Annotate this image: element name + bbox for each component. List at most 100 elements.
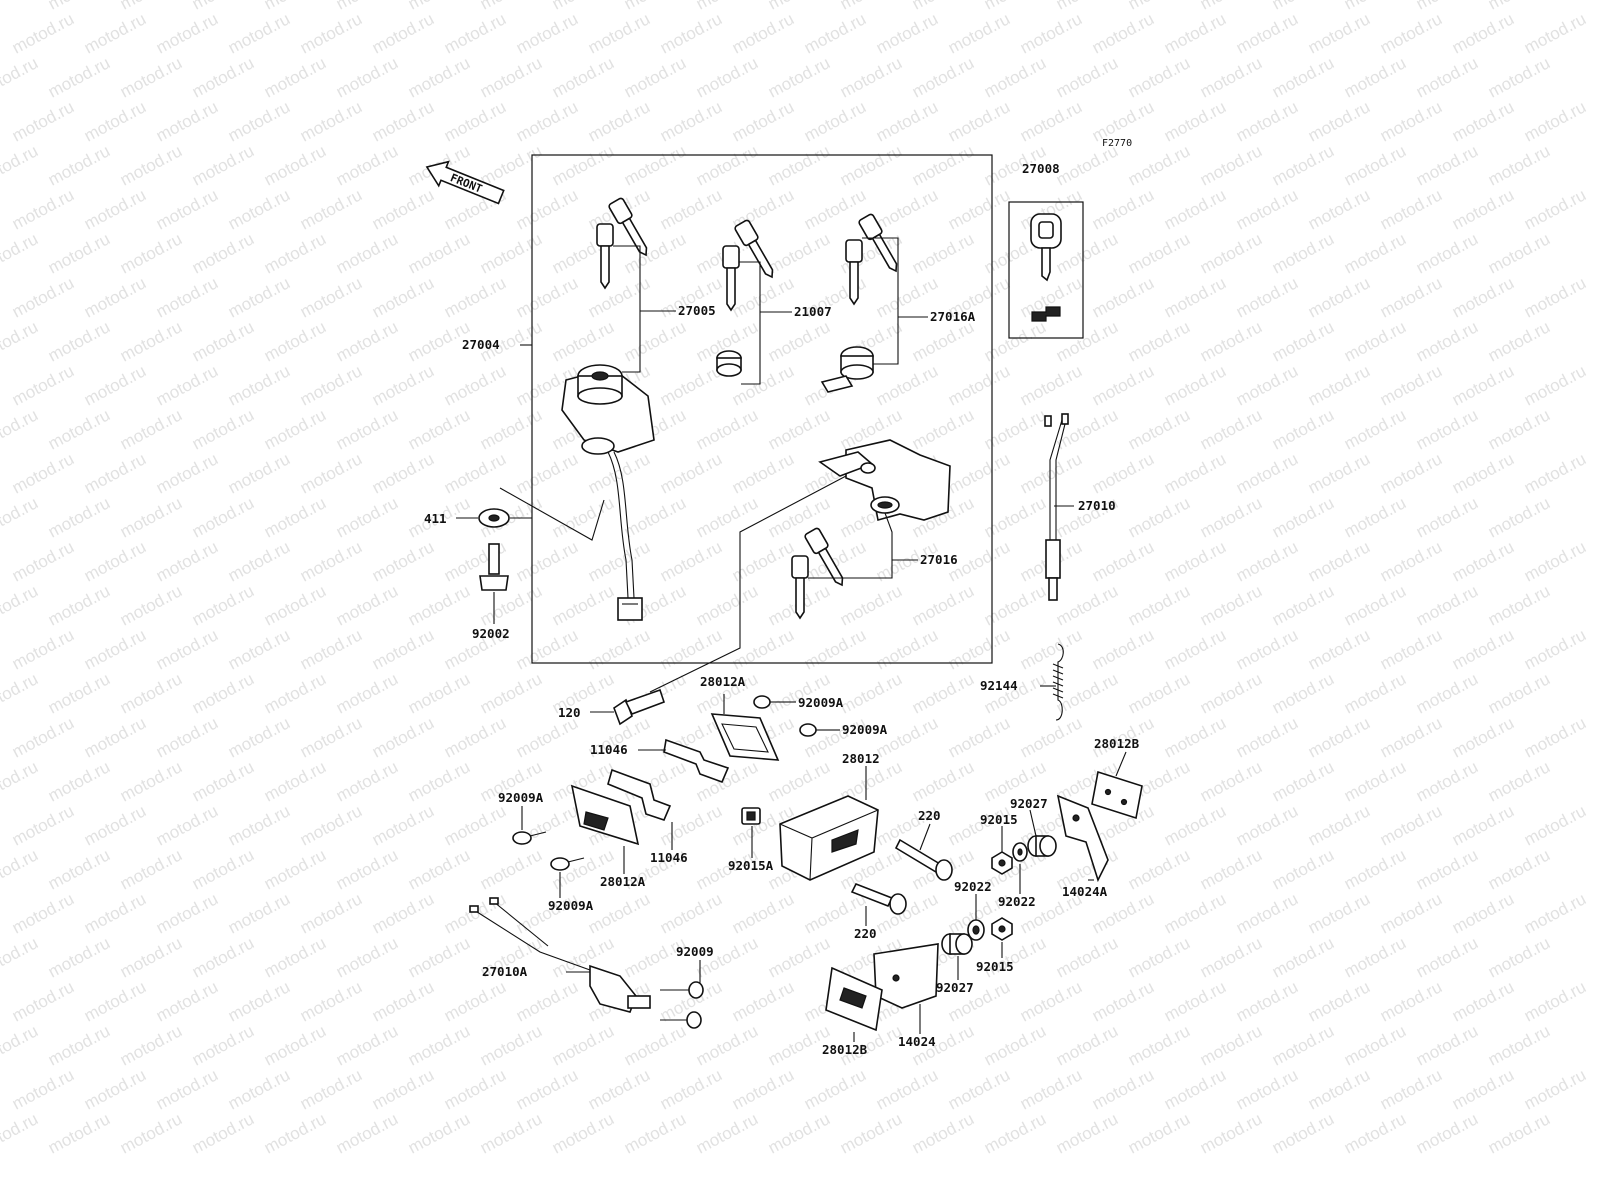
watermark-text: motod.ru xyxy=(1341,405,1409,453)
watermark-text: motod.ru xyxy=(1125,141,1193,189)
watermark-text: motod.ru xyxy=(117,53,185,101)
spacer-92027-top xyxy=(1027,835,1057,857)
watermark-text: motod.ru xyxy=(1089,537,1157,585)
watermark-text: motod.ru xyxy=(117,1109,185,1157)
watermark-text: motod.ru xyxy=(1233,801,1301,849)
watermark-text: motod.ru xyxy=(1269,669,1337,717)
watermark-text: motod.ru xyxy=(1233,273,1301,321)
label-27008: 27008 xyxy=(1022,161,1060,176)
watermark-text: motod.ru xyxy=(1197,845,1265,893)
watermark-text: motod.ru xyxy=(765,317,833,365)
watermark-text: motod.ru xyxy=(1161,449,1229,497)
watermark-text: motod.ru xyxy=(477,1109,545,1157)
watermark-text: motod.ru xyxy=(1521,185,1589,233)
watermark-text: motod.ru xyxy=(0,757,41,805)
watermark-text: motod.ru xyxy=(81,97,149,145)
watermark-text: motod.ru xyxy=(261,317,329,365)
watermark-text: motod.ru xyxy=(261,405,329,453)
watermark-text: motod.ru xyxy=(369,625,437,673)
watermark-text: motod.ru xyxy=(1017,625,1085,673)
watermark-text: motod.ru xyxy=(153,97,221,145)
watermark-text: motod.ru xyxy=(1125,581,1193,629)
watermark-text: motod.ru xyxy=(477,141,545,189)
watermark-text: motod.ru xyxy=(1089,361,1157,409)
watermark-text: motod.ru xyxy=(1413,757,1481,805)
watermark-text: motod.ru xyxy=(1521,9,1589,57)
watermark-text: motod.ru xyxy=(405,405,473,453)
watermark-text: motod.ru xyxy=(801,1065,869,1113)
part-labels: 27008 27005 21007 27016A 27004 27010 411… xyxy=(424,161,1140,1057)
watermark-text: motod.ru xyxy=(1269,141,1337,189)
watermark-text: motod.ru xyxy=(261,1109,329,1157)
watermark-text: motod.ru xyxy=(945,97,1013,145)
watermark-text: motod.ru xyxy=(1269,53,1337,101)
watermark-text: motod.ru xyxy=(1089,185,1157,233)
watermark-text: motod.ru xyxy=(189,405,257,453)
watermark-text: motod.ru xyxy=(1125,405,1193,453)
watermark-text: motod.ru xyxy=(153,9,221,57)
watermark-text: motod.ru xyxy=(153,537,221,585)
watermark-text: motod.ru xyxy=(1485,581,1553,629)
watermark-text: motod.ru xyxy=(729,449,797,497)
label-92002: 92002 xyxy=(472,626,510,641)
watermark-text: motod.ru xyxy=(1089,977,1157,1025)
watermark-text: motod.ru xyxy=(45,229,113,277)
watermark-text: motod.ru xyxy=(81,449,149,497)
watermark-text: motod.ru xyxy=(729,537,797,585)
watermark-text: motod.ru xyxy=(405,229,473,277)
watermark-text: motod.ru xyxy=(261,845,329,893)
screw-92009A-2 xyxy=(799,723,830,737)
watermark-text: motod.ru xyxy=(117,405,185,453)
watermark-text: motod.ru xyxy=(1017,97,1085,145)
watermark-text: motod.ru xyxy=(1233,97,1301,145)
watermark-text: motod.ru xyxy=(1053,581,1121,629)
watermark-text: motod.ru xyxy=(513,273,581,321)
watermark-text: motod.ru xyxy=(945,185,1013,233)
watermark-text: motod.ru xyxy=(909,229,977,277)
watermark-text: motod.ru xyxy=(513,9,581,57)
watermark-text: motod.ru xyxy=(621,1109,689,1157)
watermark-text: motod.ru xyxy=(1161,977,1229,1025)
label-411: 411 xyxy=(424,511,447,526)
watermark-text: motod.ru xyxy=(729,9,797,57)
watermark-text: motod.ru xyxy=(117,493,185,541)
watermark-text: motod.ru xyxy=(1233,713,1301,761)
watermark-text: motod.ru xyxy=(1341,493,1409,541)
switch-27010A xyxy=(469,897,651,1013)
watermark-text: motod.ru xyxy=(1449,889,1517,937)
label-27004: 27004 xyxy=(462,337,500,352)
label-11046-1: 11046 xyxy=(590,742,628,757)
watermark-text: motod.ru xyxy=(1485,669,1553,717)
watermark-text: motod.ru xyxy=(0,317,41,365)
watermark-text: motod.ru xyxy=(297,273,365,321)
watermark-text: motod.ru xyxy=(657,1065,725,1113)
watermark-text: motod.ru xyxy=(1233,185,1301,233)
watermark-text: motod.ru xyxy=(1485,405,1553,453)
watermark-text: motod.ru xyxy=(1413,669,1481,717)
watermark-text: motod.ru xyxy=(9,1065,77,1113)
watermark-text: motod.ru xyxy=(81,1065,149,1113)
watermark-text: motod.ru xyxy=(873,713,941,761)
watermark-text: motod.ru xyxy=(441,889,509,937)
watermark-text: motod.ru xyxy=(1341,757,1409,805)
watermark-text: motod.ru xyxy=(369,9,437,57)
watermark-text: motod.ru xyxy=(513,713,581,761)
watermark-text: motod.ru xyxy=(513,449,581,497)
watermark-text: motod.ru xyxy=(405,53,473,101)
watermark-text: motod.ru xyxy=(477,53,545,101)
watermark-text: motod.ru xyxy=(333,1109,401,1157)
watermark-text: motod.ru xyxy=(153,977,221,1025)
watermark-text: motod.ru xyxy=(765,0,833,14)
watermark-text: motod.ru xyxy=(513,537,581,585)
watermark-text: motod.ru xyxy=(1089,273,1157,321)
watermark-text: motod.ru xyxy=(1305,9,1373,57)
watermark-text: motod.ru xyxy=(1125,229,1193,277)
watermark-text: motod.ru xyxy=(117,757,185,805)
label-28012B-bottom: 28012B xyxy=(822,1042,868,1057)
watermark-text: motod.ru xyxy=(441,801,509,849)
watermark-text: motod.ru xyxy=(585,9,653,57)
watermark-text: motod.ru xyxy=(1197,229,1265,277)
seat-lock-27016A xyxy=(820,346,874,393)
watermark-text: motod.ru xyxy=(225,977,293,1025)
watermark-text: motod.ru xyxy=(909,669,977,717)
